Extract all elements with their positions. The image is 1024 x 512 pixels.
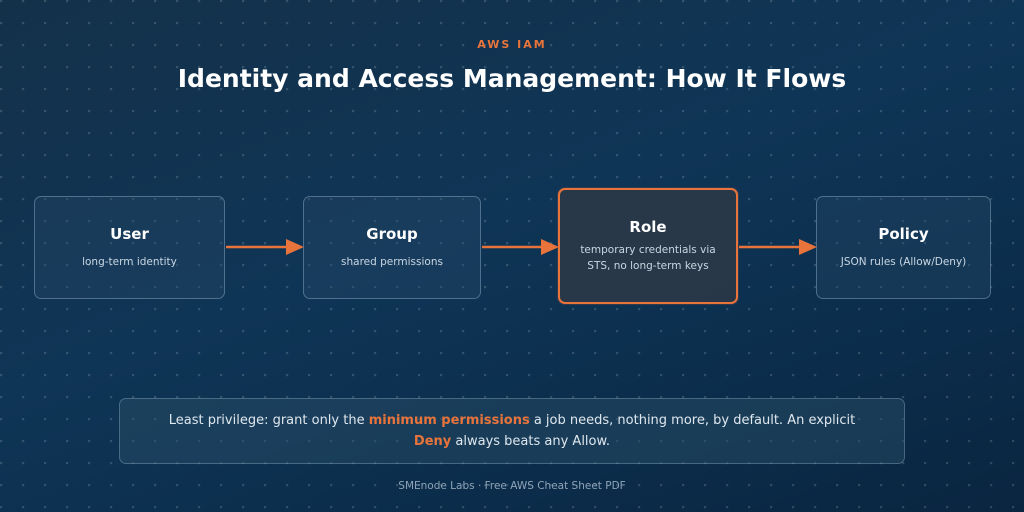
least-privilege-note: Least privilege: grant only the minimum … bbox=[119, 398, 905, 464]
note-highlight-deny: Deny bbox=[413, 434, 452, 449]
eyebrow-label: AWS IAM bbox=[477, 38, 547, 51]
node-user-desc: long-term identity bbox=[82, 256, 177, 268]
node-group: Group shared permissions bbox=[303, 196, 481, 299]
arrow-user-to-group bbox=[226, 239, 304, 255]
node-policy-desc: JSON rules (Allow/Deny) bbox=[840, 256, 967, 268]
note-highlight-minimum-permissions: minimum permissions bbox=[368, 413, 530, 428]
diagram-title: Identity and Access Management: How It F… bbox=[177, 64, 847, 93]
note-part-3: always beats any Allow. bbox=[451, 434, 611, 449]
node-policy: Policy JSON rules (Allow/Deny) bbox=[816, 196, 991, 299]
node-user-name: User bbox=[110, 225, 149, 243]
node-role-name: Role bbox=[629, 218, 667, 236]
note-part-2: a job needs, nothing more, by default. A… bbox=[529, 413, 856, 428]
node-group-desc: shared permissions bbox=[341, 256, 443, 268]
footer-credit: SMEnode Labs · Free AWS Cheat Sheet PDF bbox=[398, 480, 626, 492]
node-group-name: Group bbox=[366, 225, 418, 243]
arrow-role-to-policy bbox=[739, 239, 817, 255]
note-part-1: Least privilege: grant only the bbox=[168, 413, 369, 428]
node-policy-name: Policy bbox=[878, 225, 929, 243]
node-user: User long-term identity bbox=[34, 196, 225, 299]
node-role-desc: temporary credentials via STS, no long-t… bbox=[580, 244, 716, 272]
note-text: Least privilege: grant only the minimum … bbox=[150, 410, 874, 452]
arrow-group-to-role bbox=[482, 239, 559, 255]
node-role: Role temporary credentials via STS, no l… bbox=[558, 188, 738, 304]
